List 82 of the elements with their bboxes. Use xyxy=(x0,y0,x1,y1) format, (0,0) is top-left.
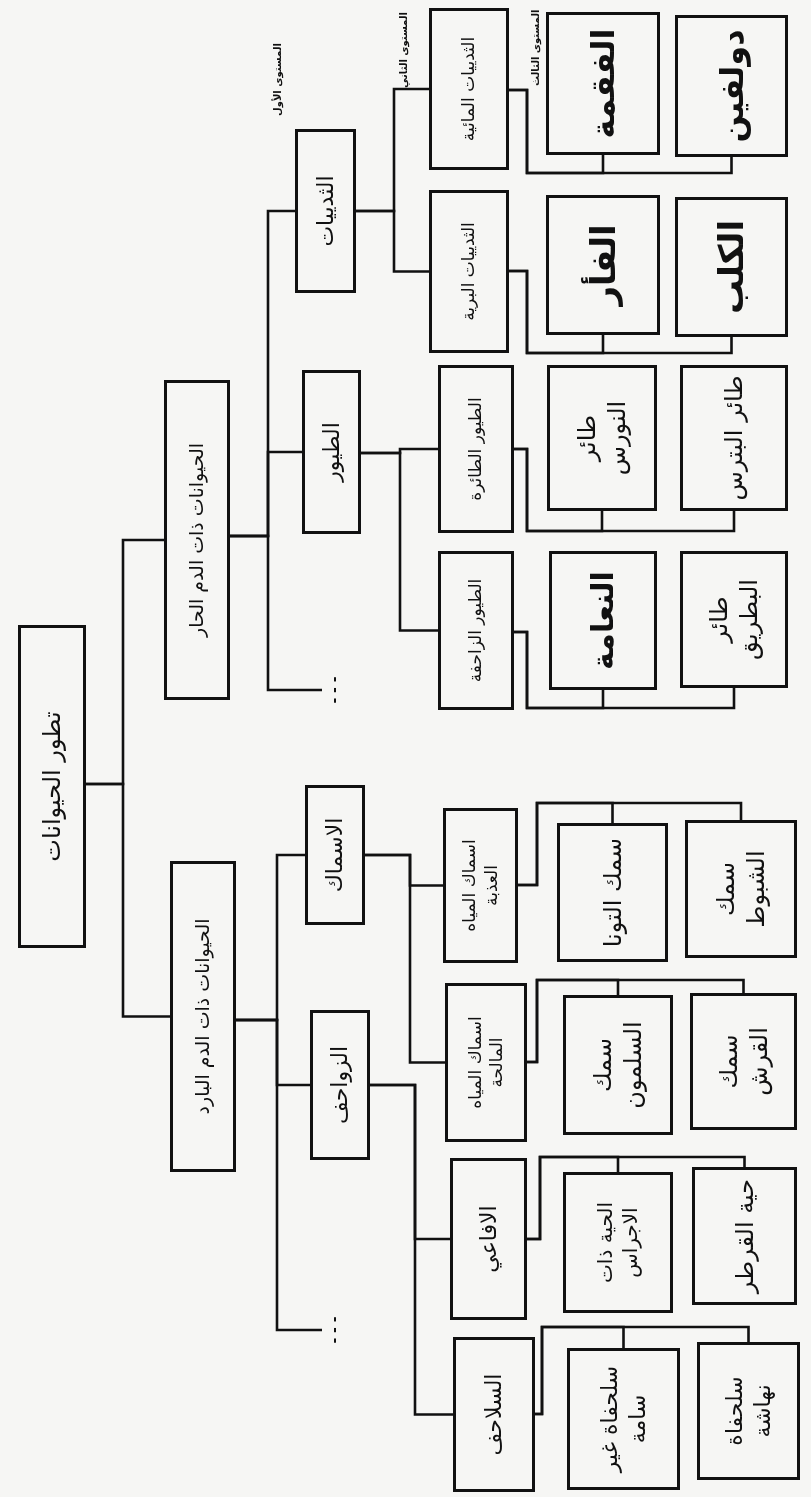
category-label: الحيوانات ذات الدم الحار xyxy=(185,443,209,637)
category-box xyxy=(680,551,788,688)
category-label: سلحفاة غير سامة xyxy=(596,1364,651,1476)
category-box xyxy=(295,129,356,293)
category-label: اسماك المياه العذبة xyxy=(459,838,502,934)
category-label: الثدييات xyxy=(311,175,339,247)
category-box xyxy=(310,1010,370,1160)
category-box xyxy=(18,625,86,948)
category-box xyxy=(680,365,788,511)
connector-line xyxy=(370,1083,453,1416)
category-box xyxy=(675,197,788,337)
connector-line xyxy=(527,978,745,1064)
level-label: المستوى الثالث xyxy=(531,9,541,86)
category-box xyxy=(429,8,509,170)
category-label: الثدييات المائية xyxy=(458,36,480,142)
category-label: حية القرطر xyxy=(729,1178,760,1294)
category-box xyxy=(546,12,660,155)
connector-line xyxy=(509,269,733,355)
category-label: سمك التونا xyxy=(597,837,628,948)
category-box xyxy=(547,365,657,511)
category-box xyxy=(546,195,660,335)
category-box xyxy=(443,808,518,963)
connector-line xyxy=(514,630,736,710)
category-label: سمك القرش xyxy=(713,1026,774,1098)
category-label: طائر البطريق xyxy=(704,578,764,662)
category-box xyxy=(567,1348,680,1490)
category-box xyxy=(557,823,668,962)
category-box xyxy=(305,785,365,925)
category-label: الحية ذات الاجراس xyxy=(593,1201,643,1285)
category-box xyxy=(675,15,788,157)
connector-line xyxy=(514,447,736,533)
level-label: المستوى الثاني xyxy=(399,12,409,88)
connector-line xyxy=(365,853,445,1064)
category-label: تطور الحيوانات xyxy=(37,711,67,862)
connector-line xyxy=(361,451,438,632)
category-label: الثدييات البرية xyxy=(458,222,480,321)
category-box xyxy=(170,861,236,1172)
category-box xyxy=(563,1172,673,1313)
category-label: سمك السلمون xyxy=(588,1020,648,1111)
category-label: الطيور الزاحفة xyxy=(465,578,487,683)
category-label: الطيور xyxy=(317,422,345,482)
category-box xyxy=(438,551,514,710)
category-box xyxy=(445,983,527,1142)
connector-line xyxy=(527,1155,746,1241)
category-label: النعامة xyxy=(584,571,622,670)
category-label: الفأر xyxy=(581,224,624,306)
category-box xyxy=(563,995,673,1135)
category-box xyxy=(438,365,514,533)
category-box xyxy=(690,993,797,1130)
category-label: سلحفاة نهاشة xyxy=(721,1375,776,1448)
connector-line xyxy=(230,534,322,692)
category-label: الطيور الطائرة xyxy=(465,397,487,501)
category-label: الكلب xyxy=(710,219,753,315)
category-box xyxy=(164,380,230,700)
category-label: الزواحف xyxy=(326,1045,354,1125)
category-box xyxy=(453,1337,535,1492)
connector-line xyxy=(236,1018,322,1332)
connector-line xyxy=(509,88,733,175)
category-box xyxy=(685,820,797,958)
connector-line xyxy=(86,782,170,1018)
category-box xyxy=(429,190,509,353)
category-box xyxy=(697,1342,800,1480)
category-label: سمك الشبوط xyxy=(711,849,771,930)
category-box xyxy=(549,551,657,690)
category-label: طائر البترس xyxy=(719,375,749,501)
level-label: المستوى الأول xyxy=(273,43,283,116)
connector-line xyxy=(535,1325,750,1416)
category-label: الفقمة xyxy=(583,28,623,139)
continuation-marks: - - - xyxy=(322,1295,346,1365)
connector-line xyxy=(356,209,429,273)
connector-line xyxy=(518,801,743,887)
category-label: السلاحف xyxy=(480,1373,508,1456)
category-label: الاسماك xyxy=(321,817,349,893)
category-label: الحيوانات ذات الدم البارد xyxy=(191,918,215,1115)
category-label: الافاعي xyxy=(474,1205,503,1273)
category-box xyxy=(692,1167,797,1305)
continuation-marks: - - - xyxy=(322,655,346,725)
category-box xyxy=(450,1158,527,1320)
category-box xyxy=(302,370,361,534)
category-label: طائر النورس xyxy=(572,399,632,478)
category-label: دولفين xyxy=(711,29,752,143)
category-label: اسماك المياه المالحة xyxy=(464,1015,507,1111)
